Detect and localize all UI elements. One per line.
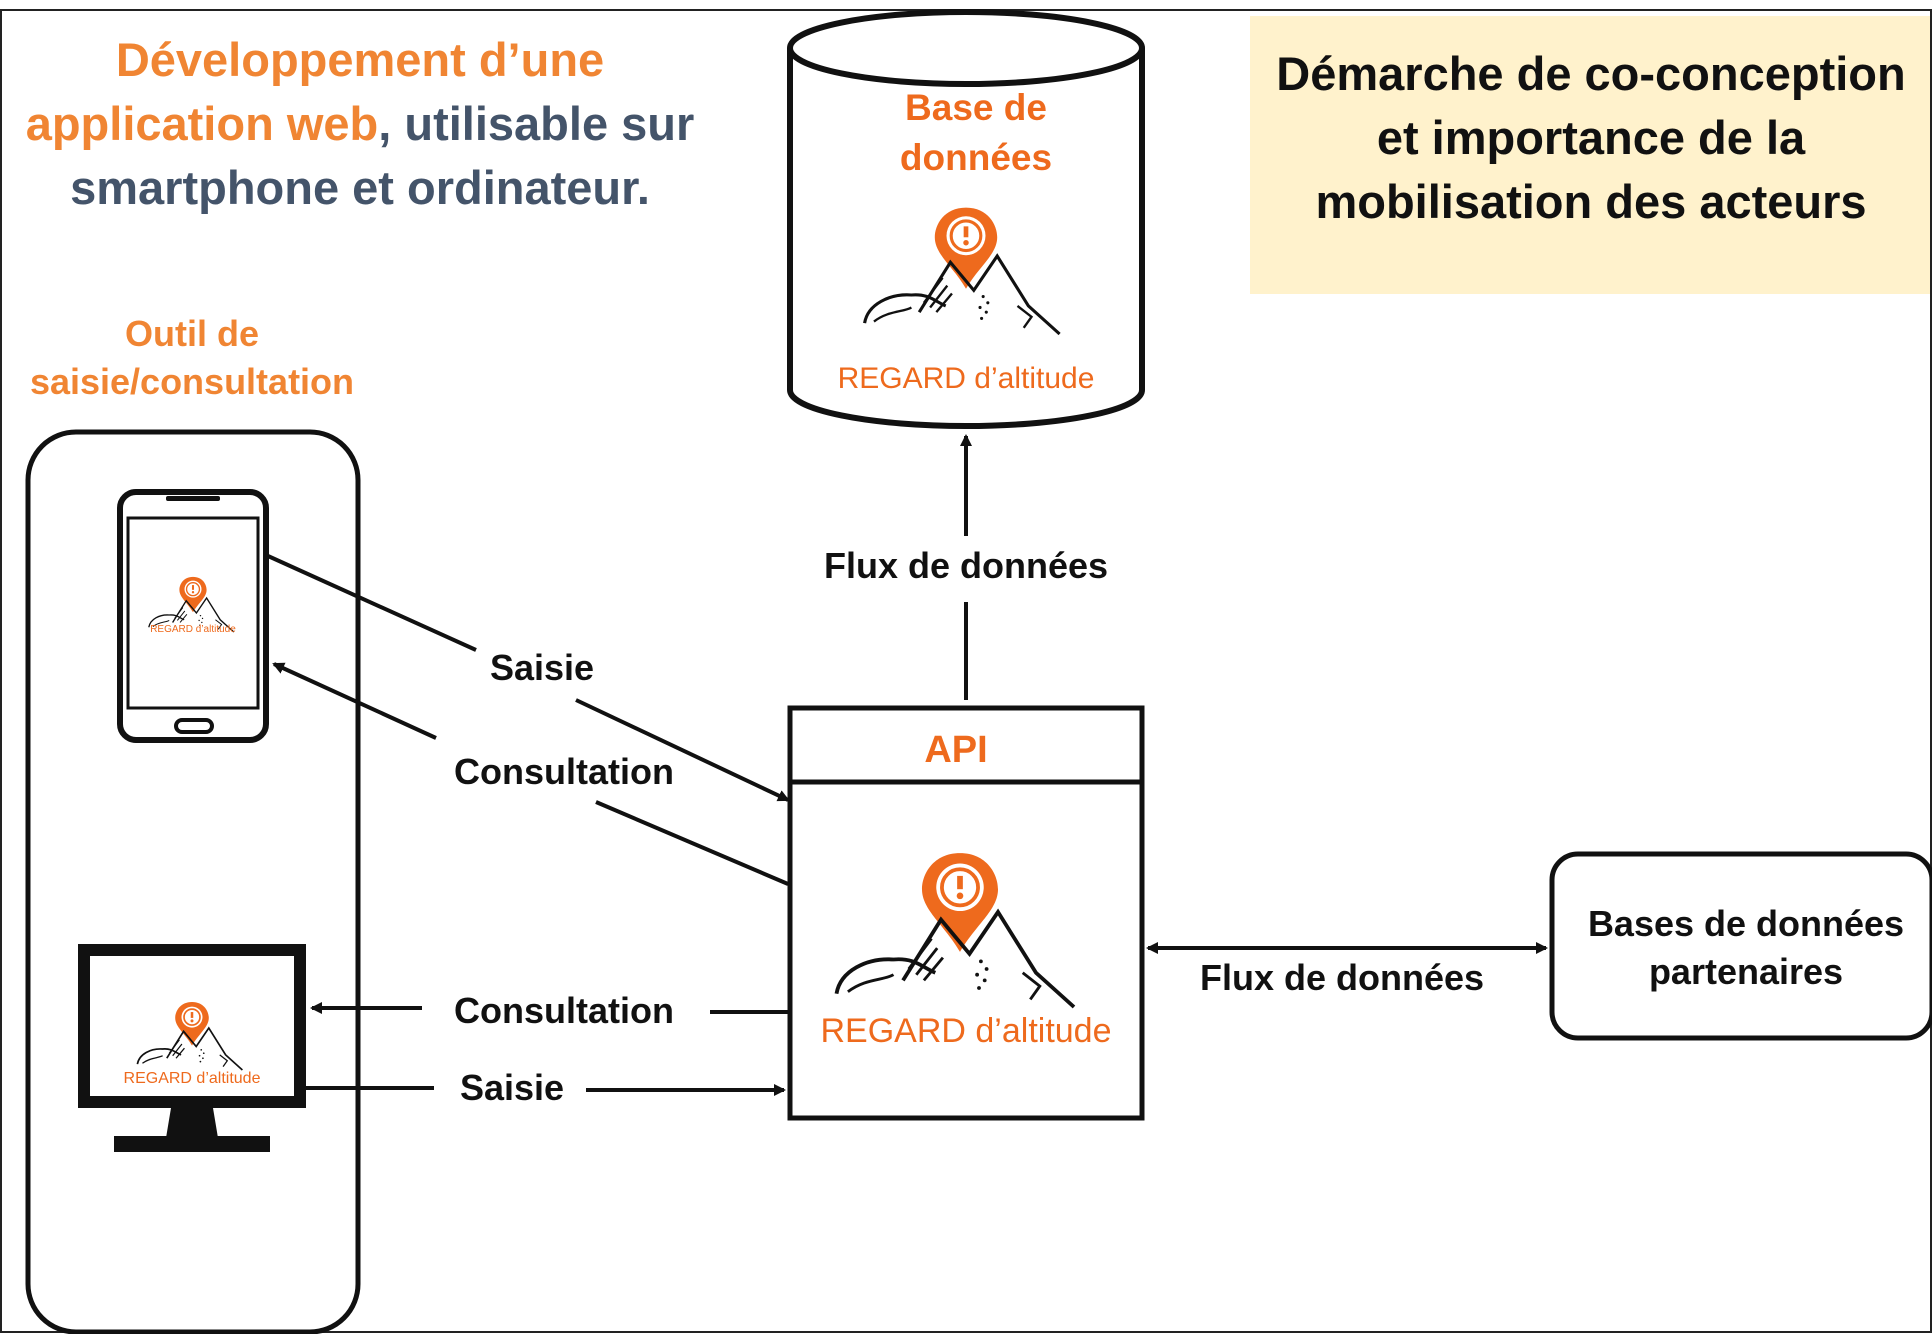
computer-brand-text: REGARD d’altitude bbox=[124, 1070, 261, 1087]
computer-saisie-label: Saisie bbox=[460, 1067, 564, 1108]
partners-line2: partenaires bbox=[1649, 951, 1843, 992]
database-brand-text: REGARD d’altitude bbox=[838, 362, 1095, 395]
flow-label-db: Flux de données bbox=[824, 545, 1108, 586]
flow-label-partners: Flux de données bbox=[1200, 957, 1484, 998]
database-label-line1: Base de bbox=[905, 87, 1047, 128]
coconception-text: Démarche de co-conception et importance … bbox=[1276, 47, 1906, 228]
computer-consultation-flow: Consultation bbox=[310, 990, 788, 1031]
api-to-database-flow: Flux de données bbox=[824, 434, 1108, 700]
tool-label-line2: saisie/consultation bbox=[30, 361, 354, 402]
database-cylinder: Base de données REGARD d’altitude bbox=[787, 9, 1145, 429]
phone-consultation-flow: Consultation bbox=[272, 662, 789, 886]
phone-saisie-flow: Saisie bbox=[267, 554, 790, 802]
api-partners-flow: Flux de données bbox=[1146, 942, 1548, 998]
device-container bbox=[25, 429, 361, 1334]
partner-databases-box: Bases de données partenaires bbox=[1549, 851, 1932, 1041]
api-title: API bbox=[924, 729, 987, 771]
smartphone: REGARD d’altitude bbox=[117, 489, 269, 743]
phone-saisie-label: Saisie bbox=[490, 647, 594, 688]
partners-line1: Bases de données bbox=[1588, 903, 1904, 944]
computer-monitor: REGARD d’altitude bbox=[78, 944, 306, 1152]
phone-brand-text: REGARD d’altitude bbox=[150, 624, 236, 635]
computer-consultation-label: Consultation bbox=[454, 990, 674, 1031]
app-development-title: Développement d’une application web, uti… bbox=[10, 28, 710, 220]
computer-saisie-flow: Saisie bbox=[304, 1067, 786, 1108]
tool-label-line1: Outil de bbox=[125, 313, 259, 354]
phone-consultation-label: Consultation bbox=[454, 751, 674, 792]
coconception-callout: Démarche de co-conception et importance … bbox=[1250, 16, 1932, 294]
app-title-highlight: Développement d’une application web bbox=[25, 33, 605, 150]
database-label-line2: données bbox=[900, 137, 1052, 178]
api-box: API REGARD d’altitude bbox=[787, 705, 1145, 1121]
app-title-rest: , utilisable sur smartphone et ordinateu… bbox=[70, 97, 695, 214]
api-brand-text: REGARD d’altitude bbox=[820, 1012, 1111, 1050]
